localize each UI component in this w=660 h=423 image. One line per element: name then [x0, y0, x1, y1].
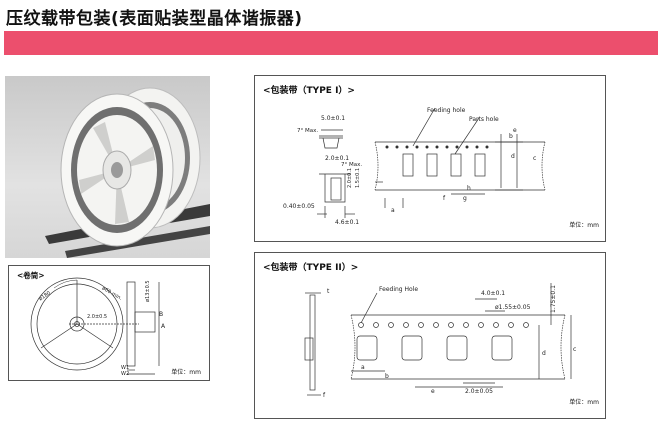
t2-b: b	[385, 373, 389, 380]
reel-label-a: A	[161, 323, 166, 330]
t1-v2: 1.5±0.1	[355, 168, 361, 188]
t1-parts: Parts hole	[469, 116, 499, 123]
reel-panel: <卷筒> ø180 ø60 min. 2.0±0.5 ø13±0.5 A B W…	[8, 265, 210, 381]
t1-dim-04: 0.40±0.05	[283, 203, 315, 210]
page-title: 压纹载带包装(表面贴装型晶体谐振器)	[6, 9, 303, 29]
t1-feeding: Feeding hole	[427, 107, 466, 114]
reel-drawing: ø180 ø60 min. 2.0±0.5 ø13±0.5 A B W1 W2	[30, 277, 166, 377]
reel-label-w1: W1	[121, 365, 129, 371]
t1-c: c	[533, 155, 536, 162]
reel-label-w2: W2	[121, 371, 129, 377]
t1-g: g	[463, 195, 467, 202]
t2-c: c	[573, 346, 576, 353]
t2-t: t	[327, 288, 330, 295]
t1-v1: 2.0±0.1	[347, 168, 353, 188]
t2-phi: ø1.55±0.05	[495, 304, 531, 311]
reel-photo	[5, 76, 210, 258]
reel-label-b: B	[159, 311, 163, 318]
t2-feeding: Feeding Hole	[379, 286, 418, 293]
reel-unit-label: 单位：mm	[171, 369, 201, 376]
t1-f: f	[443, 195, 446, 202]
tape-type2-drawing: t f Feeding Hole 4.0±0.1 ø1.55±0.05 1.75…	[304, 283, 576, 399]
front-reel	[60, 93, 174, 247]
t1-dim-2: 2.0±0.1	[325, 155, 349, 162]
t1-d: d	[511, 153, 515, 160]
t2-e: e	[431, 388, 435, 395]
t2-dim-175: 1.75±0.1	[550, 285, 557, 313]
reel-hub-dim: ø60 min.	[101, 286, 123, 302]
t2-dim-4: 4.0±0.1	[481, 290, 505, 297]
t1-draft-top: 7° Max.	[297, 128, 318, 134]
tape-type2-panel: <包装带（TYPE II）>	[254, 252, 606, 419]
title-banner	[4, 31, 658, 55]
t2-a: a	[361, 364, 365, 371]
t1-dim-5: 5.0±0.1	[321, 115, 345, 122]
tape-type2-title: <包装带（TYPE II）>	[263, 263, 359, 273]
t1-unit-label: 单位：mm	[569, 222, 599, 229]
t2-dim-2: 2.0±0.05	[465, 388, 493, 395]
tape-type1-drawing: 5.0±0.1 7° Max. 2.0±0.1 7° Max. 0.40±0.0…	[283, 107, 546, 226]
reel-photo-illustration	[45, 87, 210, 258]
tape-type1-title: <包装带（TYPE I）>	[263, 86, 355, 96]
t1-a: a	[391, 207, 395, 214]
t2-unit-label: 单位：mm	[569, 399, 599, 406]
reel-panel-title: <卷筒>	[17, 271, 45, 280]
t1-e: e	[513, 127, 517, 134]
t1-draft-mid: 7° Max.	[341, 162, 362, 168]
tape-type1-panel: <包装带（TYPE I）>	[254, 75, 606, 242]
t2-d: d	[542, 350, 546, 357]
tape-strip-2	[65, 226, 210, 258]
t1-dim-46: 4.6±0.1	[335, 219, 359, 226]
t2-f: f	[323, 392, 326, 399]
t1-h: h	[467, 185, 471, 192]
reel-width-dim: ø13±0.5	[145, 280, 151, 302]
reel-bore-dim: 2.0±0.5	[87, 314, 107, 320]
t1-b: b	[509, 133, 513, 140]
